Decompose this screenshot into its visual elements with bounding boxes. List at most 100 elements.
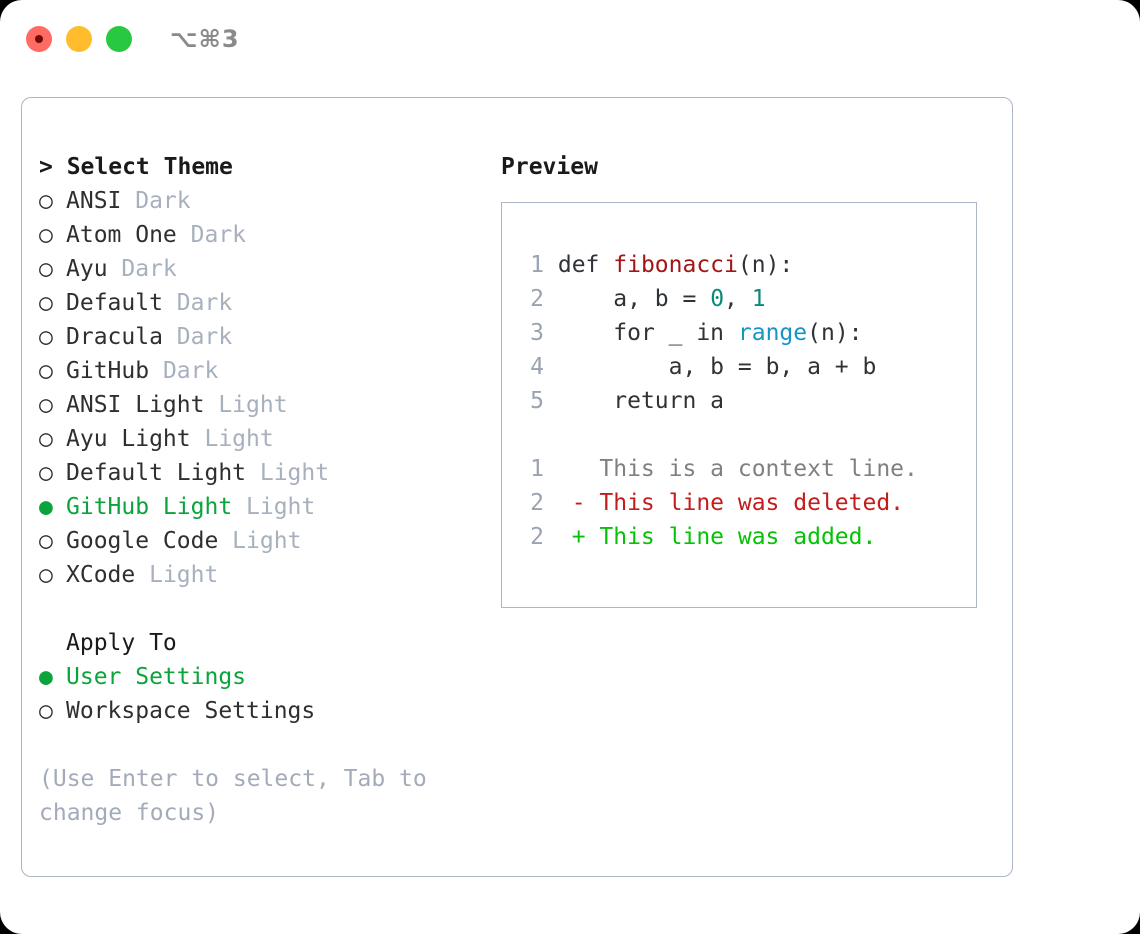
theme-option-github-light[interactable]: ● GitHub Light Light <box>39 490 489 524</box>
preview-pane: Preview 1 def fibonacci(n):2 a, b = 0, 1… <box>501 150 991 608</box>
line-number: 5 <box>530 388 544 414</box>
code-token-num: 0 <box>710 286 725 312</box>
code-line: 4 a, b = b, a + b <box>517 350 918 384</box>
theme-option-label: Default Light <box>66 460 247 486</box>
code-token-plain: , <box>724 286 752 312</box>
theme-list[interactable]: ○ANSI Dark○Atom One Dark○Ayu Dark○Defaul… <box>39 184 489 592</box>
radio-icon: ○ <box>39 290 53 316</box>
line-number: 4 <box>530 354 544 380</box>
theme-option-label: XCode <box>66 562 136 588</box>
theme-variant-tag: Light <box>135 562 219 588</box>
line-gap <box>544 252 558 278</box>
radio-selected-icon: ● <box>39 494 53 520</box>
line-gap <box>544 286 558 312</box>
apply-to-header: Apply To <box>66 630 177 656</box>
line-number: 1 <box>530 252 544 278</box>
theme-option-label: Atom One <box>66 222 177 248</box>
theme-option-ansi[interactable]: ○ ANSI Dark <box>39 184 489 218</box>
theme-variant-tag: Dark <box>107 256 177 282</box>
radio-selected-icon: ● <box>39 664 53 690</box>
keyboard-shortcut-label: ⌥⌘3 <box>170 25 240 53</box>
line-gap <box>544 388 558 414</box>
diff-line-add: 2 + This line was added. <box>517 520 918 554</box>
code-line: 3 for _ in range(n): <box>517 316 918 350</box>
preview-title: Preview <box>501 154 598 180</box>
theme-option-xcode[interactable]: ○ XCode Light <box>39 558 489 592</box>
code-diff-separator <box>517 418 918 452</box>
theme-selection-pane: > Select Theme ○ANSI Dark○Atom One Dark○… <box>39 150 489 830</box>
theme-variant-tag: Dark <box>176 222 247 248</box>
code-token-func: fibonacci <box>613 252 738 278</box>
theme-variant-tag: Dark <box>149 358 219 384</box>
radio-icon: ○ <box>39 562 53 588</box>
radio-icon: ○ <box>39 188 53 214</box>
line-number: 2 <box>530 524 544 550</box>
keyboard-hint: (Use Enter to select, Tab to change focu… <box>39 766 427 826</box>
line-number: 1 <box>530 456 544 482</box>
apply-to-option-workspace-settings[interactable]: ○ Workspace Settings <box>39 694 489 728</box>
diff-line-text: This is a context line. <box>544 456 918 482</box>
theme-option-label: ANSI <box>66 188 122 214</box>
theme-option-atom-one[interactable]: ○Atom One Dark <box>39 218 489 252</box>
apply-to-option-label: User Settings <box>66 664 247 690</box>
code-token-plain: (n): <box>737 252 794 278</box>
minimize-button[interactable] <box>66 26 92 52</box>
code-token-num: 1 <box>751 286 766 312</box>
theme-option-label: Ayu Light <box>66 426 191 452</box>
theme-variant-tag: Light <box>246 460 330 486</box>
diff-line-text: + This line was added. <box>544 524 877 550</box>
line-number: 2 <box>530 490 544 516</box>
theme-option-dracula[interactable]: ○Dracula Dark <box>39 320 489 354</box>
radio-icon: ○ <box>39 426 53 452</box>
theme-option-ayu[interactable]: ○ Ayu Dark <box>39 252 489 286</box>
code-token-builtin: range <box>737 320 808 346</box>
theme-variant-tag: Light <box>204 392 288 418</box>
theme-variant-tag: Light <box>232 494 316 520</box>
theme-variant-tag: Light <box>190 426 274 452</box>
list-spacer <box>39 592 489 626</box>
theme-option-label: Default <box>66 290 163 316</box>
apply-to-list[interactable]: ● User Settings ○ Workspace Settings <box>39 660 489 728</box>
theme-option-label: Google Code <box>66 528 219 554</box>
radio-icon: ○ <box>39 358 53 384</box>
code-token-plain: def <box>557 252 614 278</box>
line-gap <box>544 320 558 346</box>
radio-icon: ○ <box>39 392 53 418</box>
radio-icon: ○ <box>39 324 53 350</box>
theme-option-default[interactable]: ○ Default Dark <box>39 286 489 320</box>
code-line: 2 a, b = 0, 1 <box>517 282 918 316</box>
theme-option-label: ANSI Light <box>66 392 205 418</box>
theme-option-ansi-light[interactable]: ○ ANSI Light Light <box>39 388 489 422</box>
diff-line-ctx: 1 This is a context line. <box>517 452 918 486</box>
code-line: 5 return a <box>517 384 918 418</box>
apply-to-option-user-settings[interactable]: ● User Settings <box>39 660 489 694</box>
theme-option-github[interactable]: ○ GitHub Dark <box>39 354 489 388</box>
theme-option-label: GitHub <box>66 358 150 384</box>
code-line: 1 def fibonacci(n): <box>517 248 918 282</box>
theme-option-label: GitHub Light <box>66 494 233 520</box>
diff-line-text: - This line was deleted. <box>544 490 905 516</box>
radio-icon: ○ <box>39 256 53 282</box>
theme-option-google-code[interactable]: ○ Google Code Light <box>39 524 489 558</box>
code-token-plain: a, b = <box>557 286 711 312</box>
code-token-plain: (n): <box>807 320 863 346</box>
theme-option-label: Ayu <box>66 256 108 282</box>
radio-icon: ○ <box>39 698 53 724</box>
theme-picker-dialog: > Select Theme ○ANSI Dark○Atom One Dark○… <box>21 97 1013 877</box>
zoom-button[interactable] <box>106 26 132 52</box>
radio-icon: ○ <box>39 528 53 554</box>
radio-icon: ○ <box>39 460 53 486</box>
theme-variant-tag: Dark <box>162 290 233 316</box>
theme-variant-tag: Light <box>218 528 302 554</box>
theme-variant-tag: Dark <box>162 324 233 350</box>
line-gap <box>544 354 558 380</box>
apply-to-option-label: Workspace Settings <box>66 698 316 724</box>
close-icon <box>35 35 43 43</box>
theme-option-ayu-light[interactable]: ○ Ayu Light Light <box>39 422 489 456</box>
theme-variant-tag: Dark <box>121 188 191 214</box>
theme-option-default-light[interactable]: ○ Default Light Light <box>39 456 489 490</box>
diff-line-del: 2 - This line was deleted. <box>517 486 918 520</box>
